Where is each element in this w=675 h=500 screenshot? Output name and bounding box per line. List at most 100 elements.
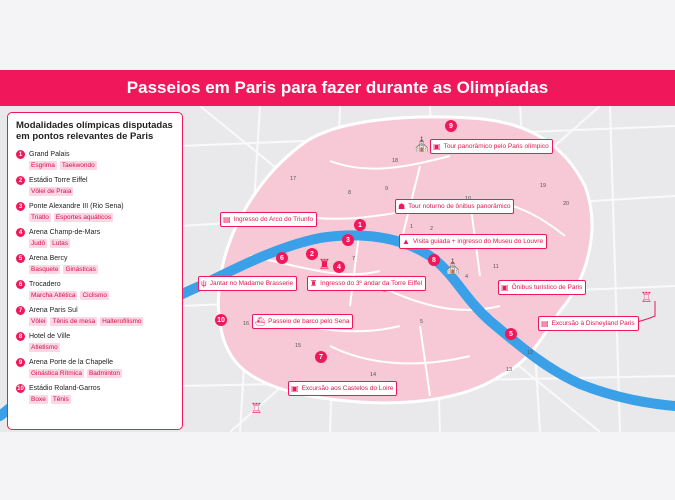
arrondissement-label: 2 <box>430 226 434 232</box>
arrondissement-label: 12 <box>527 350 534 356</box>
venue-number: 10 <box>16 384 25 393</box>
sport-tag: Boxe <box>29 395 48 404</box>
venue-name: Arena Bercy <box>29 255 68 262</box>
sport-tag: Marcha Atlética <box>29 291 78 300</box>
arrondissement-label: 6 <box>383 288 387 294</box>
tour-label[interactable]: ♜Ingresso do 3º andar da Torre Eiffel <box>307 276 427 291</box>
sport-tag: Atletismo <box>29 343 60 352</box>
sport-tag: Tênis <box>50 395 71 404</box>
pyramid-icon: ▲ <box>402 237 410 246</box>
tour-label[interactable]: ▣Ônibus turístico de Paris <box>498 280 587 295</box>
sport-tag: Ciclismo <box>80 291 109 300</box>
sport-tag: Vôlei <box>29 317 48 326</box>
venue-pin[interactable]: 1 <box>354 219 366 231</box>
arrondissement-label: 4 <box>465 274 469 280</box>
sport-tag: Taekwondo <box>59 161 97 170</box>
arrondissement-label: 19 <box>540 183 547 189</box>
venue-number: 6 <box>16 280 25 289</box>
arrondissement-label: 15 <box>295 343 302 349</box>
legend-title: Modalidades olímpicas disputadas em pont… <box>16 120 173 142</box>
arrondissement-label: 14 <box>370 372 377 378</box>
page-title: Passeios em Paris para fazer durante as … <box>0 70 675 106</box>
bus-icon: ▣ <box>501 283 509 292</box>
sport-tag: Vôlei de Praia <box>29 187 74 196</box>
tour-label[interactable]: ▣Excursão aos Castelos do Loire <box>288 381 398 396</box>
arrondissement-label: 5 <box>420 319 424 325</box>
sport-tag: Basquete <box>29 265 61 274</box>
venue-pin[interactable]: 7 <box>315 351 327 363</box>
venue-number: 9 <box>16 358 25 367</box>
venue-pin[interactable]: 5 <box>505 328 517 340</box>
eiffel-tower-icon: ♜ <box>318 256 331 272</box>
venue-pin[interactable]: 3 <box>342 234 354 246</box>
cutlery-icon: ψ <box>201 279 207 288</box>
venue-pin[interactable]: 9 <box>445 120 457 132</box>
sport-tag: Tênis de mesa <box>50 317 98 326</box>
venue-name: Hotel de Ville <box>29 333 71 340</box>
arrondissement-label: 8 <box>348 190 352 196</box>
sport-tag: Halterofilismo <box>100 317 144 326</box>
venue-pin[interactable]: 10 <box>215 314 227 326</box>
sport-tag: Triatlo <box>29 213 51 222</box>
boat-icon: ⛴ <box>255 317 266 326</box>
tour-label[interactable]: ☗Tour noturno de ônibus panorâmico <box>395 199 515 214</box>
sport-tag: Judô <box>29 239 48 248</box>
arrondissement-label: 1 <box>410 224 414 230</box>
venue-number: 1 <box>16 150 25 159</box>
castle-icon: ♖ <box>640 289 653 305</box>
sacre-coeur-icon: ⛪ <box>413 136 431 152</box>
sport-tag: Esportes aquáticos <box>53 213 114 222</box>
bus-icon: ▣ <box>433 142 441 151</box>
bus-icon: ▣ <box>291 384 299 393</box>
tour-label[interactable]: ▤Excursão à Disneyland Paris <box>538 316 639 331</box>
venue-pin[interactable]: 6 <box>276 252 288 264</box>
venue-legend: Modalidades olímpicas disputadas em pont… <box>7 112 183 430</box>
arrondissement-label: 20 <box>563 201 570 207</box>
sport-tag: Esgrima <box>29 161 57 170</box>
arrondissement-label: 13 <box>506 367 513 373</box>
venue-pin[interactable]: 8 <box>428 254 440 266</box>
venue-name: Arena Porte de la Chapelle <box>29 359 114 366</box>
venue-number: 5 <box>16 254 25 263</box>
venue-number: 8 <box>16 332 25 341</box>
venue-name: Trocadero <box>29 281 61 288</box>
venue-number: 2 <box>16 176 25 185</box>
sport-tag: Lutas <box>50 239 71 248</box>
arrondissement-label: 16 <box>243 321 250 327</box>
sport-tag: Ginástica Rítmica <box>29 369 84 378</box>
venue-number: 3 <box>16 202 25 211</box>
venue-name: Ponte Alexandre III (Rio Sena) <box>29 203 124 210</box>
people-icon: ☗ <box>398 202 406 211</box>
arrondissement-label: 17 <box>290 176 297 182</box>
arrondissement-label: 9 <box>385 186 389 192</box>
arrondissement-label: 18 <box>392 158 399 164</box>
venue-pin[interactable]: 2 <box>306 248 318 260</box>
arrondissement-label: 11 <box>493 264 499 270</box>
tour-label[interactable]: ▲Visita guiada + ingresso do Museu do Lo… <box>399 234 548 249</box>
arrondissement-label: 7 <box>352 256 356 262</box>
venue-number: 7 <box>16 306 25 315</box>
venue-number: 4 <box>16 228 25 237</box>
tour-label[interactable]: ▤Ingresso do Arco do Triunfo <box>220 212 318 227</box>
sport-tag: Ginásticas <box>63 265 98 274</box>
venue-name: Grand Palais <box>29 151 70 158</box>
venue-name: Arena Champ-de-Mars <box>29 229 101 236</box>
eiffel-icon: ♜ <box>310 279 318 288</box>
venue-pin[interactable]: 4 <box>333 261 345 273</box>
map-background <box>0 106 675 432</box>
notre-dame-icon: ⛪ <box>444 258 462 274</box>
tour-label[interactable]: ⛴Passeio de barco pelo Sena <box>252 314 354 329</box>
venue-name: Arena Paris Sul <box>29 307 78 314</box>
tour-label[interactable]: ▣Tour panorâmico pelo Paris olímpico <box>430 139 553 154</box>
ticket-icon: ▤ <box>541 319 549 328</box>
venue-name: Estádio Roland-Garros <box>29 385 101 392</box>
